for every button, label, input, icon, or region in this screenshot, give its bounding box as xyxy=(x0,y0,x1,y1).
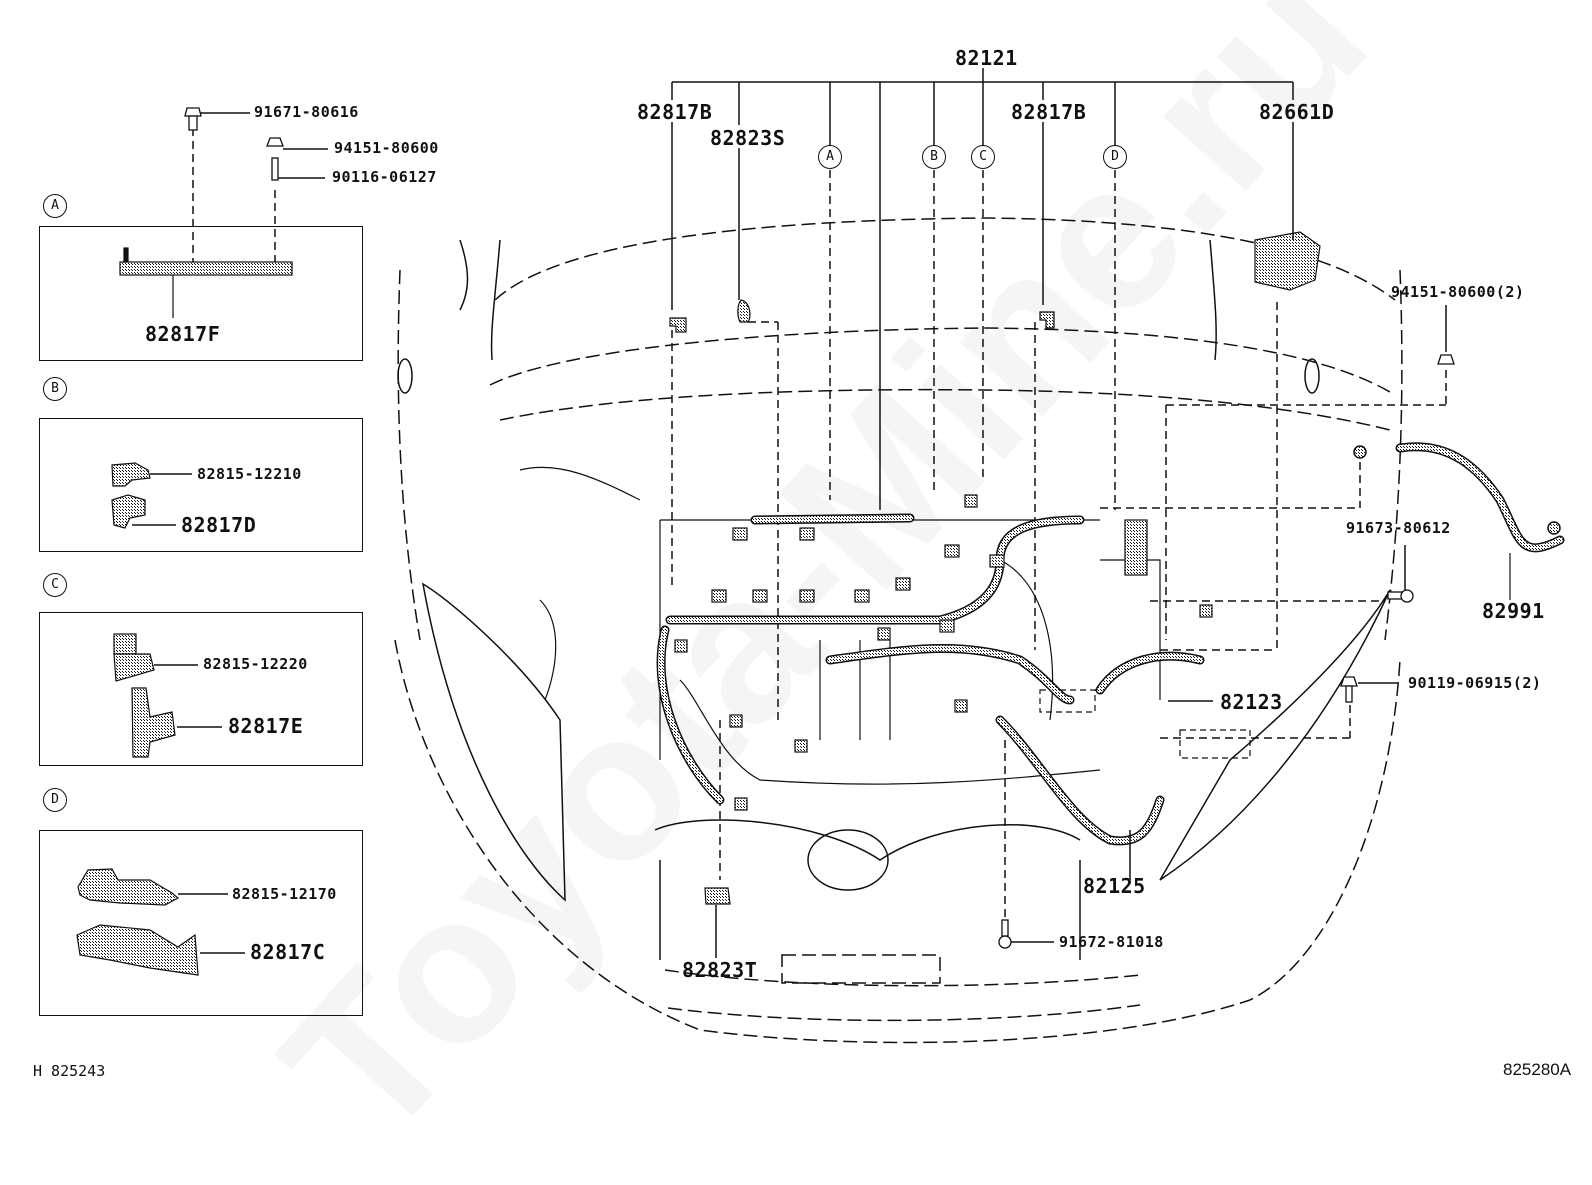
part-91673-80612: 91673-80612 xyxy=(1346,519,1451,537)
ref-marker-b: B xyxy=(922,145,946,169)
leader-lines xyxy=(200,112,1447,958)
part-82121: 82121 xyxy=(955,46,1018,70)
inset-d-marker: D xyxy=(43,788,67,812)
part-82817C: 82817C xyxy=(250,940,326,964)
part-94151-80600-pair: 94151-80600(2) xyxy=(1391,283,1525,301)
inset-a xyxy=(39,226,363,361)
part-82817B-left: 82817B xyxy=(637,100,713,124)
inset-a-marker: A xyxy=(43,194,67,218)
inset-b xyxy=(39,418,363,552)
part-82823S: 82823S xyxy=(710,126,786,150)
inset-c-parts xyxy=(113,633,176,758)
vehicle-details xyxy=(397,239,1391,960)
part-90119-06915-pair: 90119-06915(2) xyxy=(1408,674,1542,692)
part-82125: 82125 xyxy=(1083,874,1146,898)
part-82817D: 82817D xyxy=(181,513,257,537)
inset-d xyxy=(39,830,363,1016)
inset-c xyxy=(39,612,363,766)
part-90116-06127: 90116-06127 xyxy=(332,168,437,186)
part-82991: 82991 xyxy=(1482,599,1545,623)
inset-d-parts xyxy=(76,868,199,976)
part-82123: 82123 xyxy=(1220,690,1283,714)
inset-a-part xyxy=(119,247,293,318)
ref-leaders xyxy=(192,128,1447,930)
inset-b-parts xyxy=(111,462,151,529)
part-94151-80600: 94151-80600 xyxy=(334,139,439,157)
part-82661D: 82661D xyxy=(1259,100,1335,124)
part-91671-80616: 91671-80616 xyxy=(254,103,359,121)
part-82817B-right: 82817B xyxy=(1011,100,1087,124)
harness-callout-tree xyxy=(671,68,1294,510)
ref-marker-a: A xyxy=(818,145,842,169)
part-82815-12210: 82815-12210 xyxy=(197,465,302,483)
vehicle-outline xyxy=(394,217,1403,1044)
part-82823T: 82823T xyxy=(682,958,758,982)
part-82815-12220: 82815-12220 xyxy=(203,655,308,673)
footer-code-left: H 825243 xyxy=(33,1062,106,1080)
part-82815-12170: 82815-12170 xyxy=(232,885,337,903)
footer-code-right: 825280A xyxy=(1503,1060,1572,1079)
ground-strap-82991 xyxy=(1353,445,1561,600)
part-91672-81018: 91672-81018 xyxy=(1059,933,1164,951)
exploded-diagram xyxy=(76,68,1565,1044)
ref-marker-c: C xyxy=(971,145,995,169)
part-82817F: 82817F xyxy=(145,322,221,346)
inset-c-marker: C xyxy=(43,573,67,597)
part-82817E: 82817E xyxy=(228,714,304,738)
connectors xyxy=(669,231,1321,905)
fasteners xyxy=(184,107,1455,949)
inset-b-marker: B xyxy=(43,377,67,401)
ref-marker-d: D xyxy=(1103,145,1127,169)
